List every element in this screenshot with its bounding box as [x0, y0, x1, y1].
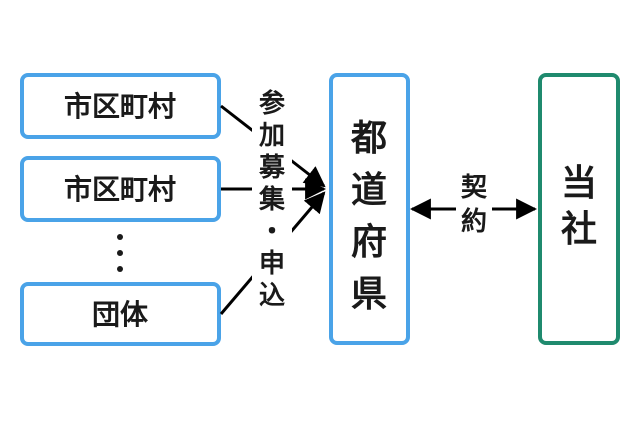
prefecture-label-text: 都道府県 — [350, 118, 387, 315]
municipality-box-1: 市区町村 — [20, 73, 221, 139]
ellipsis-dots — [117, 234, 123, 272]
contract-text-vertical: 契約 — [460, 173, 488, 237]
municipality-box-2: 市区町村 — [20, 156, 221, 222]
municipality-label-1: 市区町村 — [64, 90, 176, 123]
contract-label: 契約 — [456, 168, 492, 240]
company-box: 当社 — [538, 73, 620, 345]
recruit-apply-label: 参加募集・申込 — [252, 88, 292, 328]
company-label-text: 当社 — [561, 163, 597, 250]
group-label: 団体 — [92, 298, 149, 331]
prefecture-box: 都道府県 — [329, 73, 410, 345]
municipality-label-2: 市区町村 — [64, 173, 176, 206]
group-box: 団体 — [20, 282, 221, 346]
recruit-apply-text: 参加募集・申込 — [258, 88, 286, 311]
